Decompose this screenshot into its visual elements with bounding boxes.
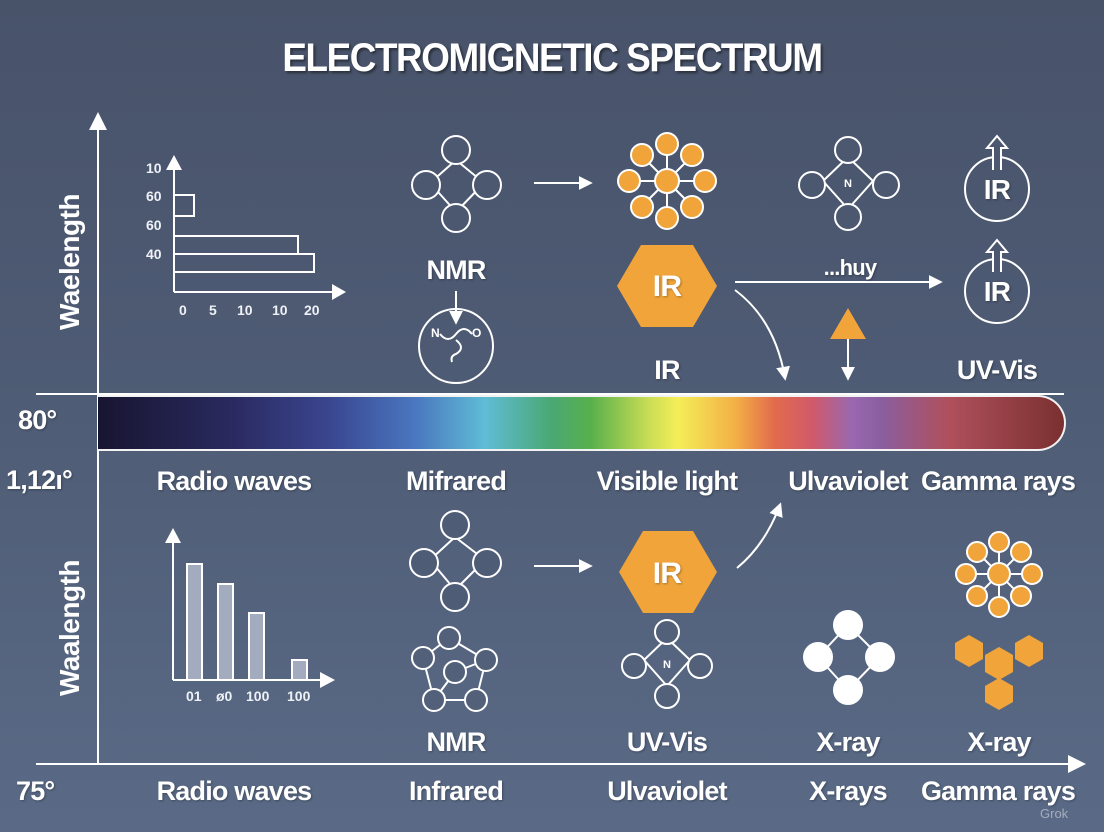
axis-label-gamma: Gamma rays xyxy=(920,776,1076,806)
pentagon-molecule-icon xyxy=(411,626,498,712)
xray-label-1: X-ray xyxy=(816,727,880,757)
orange-atom-cluster-icon-bottom xyxy=(955,531,1043,618)
ir-hexagon-icon xyxy=(617,245,717,327)
horizontal-bar-chart xyxy=(166,155,346,300)
ir-circle-icon-2 xyxy=(964,238,1030,324)
nmr-letter-n: N xyxy=(431,326,440,340)
axis-label-radio: Radio waves xyxy=(156,776,313,806)
hbar-ytick: 60 xyxy=(146,188,162,204)
spectrum-label-radio: Radio waves xyxy=(156,466,313,496)
bottom-molecule-icon xyxy=(409,510,502,612)
ir-circle-icon-1 xyxy=(964,134,1030,222)
curved-arrow-down xyxy=(734,289,790,381)
y-axis-label-bottom: Waalength xyxy=(54,559,85,696)
vbar-xtick: 100 xyxy=(287,688,311,704)
nmr-circle-icon xyxy=(418,291,494,384)
ir-circle-text-1: IR xyxy=(983,174,1011,205)
hbar-xtick: 20 xyxy=(304,302,320,318)
hbar-xtick: 10 xyxy=(237,302,253,318)
ir-label: IR xyxy=(654,355,680,385)
arrow-label: ...huy xyxy=(823,255,877,280)
vbar-xtick: 01 xyxy=(186,688,202,704)
nmr-molecule-icon xyxy=(411,135,502,233)
left-value-2: 1,12ı° xyxy=(6,465,73,495)
vbar-xtick: 100 xyxy=(246,688,270,704)
xray-molecule-icon xyxy=(803,610,895,705)
nmr-label: NMR xyxy=(426,255,486,285)
nmr-letter-o: O xyxy=(472,326,482,340)
watermark: Grok xyxy=(1040,806,1069,821)
uvvis-label: UV-Vis xyxy=(956,355,1038,385)
spectrum-label-gamma: Gamma rays xyxy=(920,466,1076,496)
spectrum-gradient-bar xyxy=(98,395,1066,451)
axis-label-infrared: Infrared xyxy=(408,776,504,806)
hbar-ytick: 40 xyxy=(146,246,162,262)
n-molecule-icon xyxy=(798,136,900,231)
uvvis-label-bottom: UV-Vis xyxy=(626,727,708,757)
uvvis-molecule-letter: N xyxy=(663,659,671,671)
hbar-xtick: 0 xyxy=(179,302,187,318)
left-value-3: 75° xyxy=(16,776,55,806)
left-value-1: 80° xyxy=(18,405,57,435)
n-molecule-letter: N xyxy=(844,178,852,190)
spectrum-label-ultraviolet: Ulvaviolet xyxy=(788,466,908,496)
spectrum-label-infrared: Mifrared xyxy=(405,466,507,496)
ir-hexagon-text: IR xyxy=(652,270,682,303)
orange-triangle-icon xyxy=(830,308,866,381)
hbar-ytick: 10 xyxy=(146,160,162,176)
uvvis-molecule-icon xyxy=(621,619,713,709)
hbar-xtick: 5 xyxy=(209,302,217,318)
vertical-bar-chart xyxy=(165,528,335,688)
spectrum-label-visible: Visible light xyxy=(596,466,738,496)
vbar-xtick: ø0 xyxy=(216,688,233,704)
nmr-label-bottom: NMR xyxy=(426,727,486,757)
axis-label-xrays: X-rays xyxy=(809,776,888,806)
axis-label-ultraviolet: Ulvaviolet xyxy=(607,776,727,806)
orange-atom-cluster-icon xyxy=(617,132,717,230)
xray-label-2: X-ray xyxy=(967,727,1031,757)
hbar-ytick: 60 xyxy=(146,217,162,233)
main-x-axis xyxy=(36,755,1086,773)
hbar-xtick: 10 xyxy=(272,302,288,318)
page-title: ELECTROMIGNETIC SPECTRUM xyxy=(282,36,823,80)
curved-arrow-up xyxy=(736,502,783,569)
ir-circle-text-2: IR xyxy=(983,276,1011,307)
ir-hexagon-text-bottom: IR xyxy=(652,557,682,590)
ir-hexagon-icon-bottom xyxy=(619,531,717,613)
y-axis-label-top: Waelength xyxy=(54,193,85,330)
orange-hexagon-cluster-icon xyxy=(955,635,1043,710)
